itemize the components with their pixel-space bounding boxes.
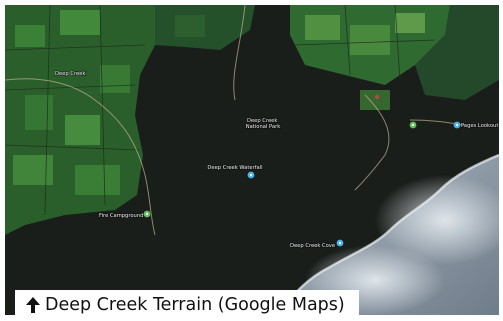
caption-text: Deep Creek Terrain (Google Maps) — [45, 295, 345, 315]
label-cove: Deep Creek Cove — [290, 243, 335, 249]
label-pages-lookout: Pages Lookout — [461, 123, 498, 129]
field-boundaries — [5, 5, 436, 216]
label-deep-creek: Deep Creek — [55, 71, 85, 77]
label-campground: Fire Campground — [99, 213, 143, 219]
coastal-mist — [375, 175, 499, 265]
map-caption: Deep Creek Terrain (Google Maps) — [15, 290, 359, 320]
field-patches — [13, 10, 425, 195]
location-pin-icon[interactable] — [453, 121, 461, 129]
location-pin-icon[interactable] — [336, 239, 344, 247]
label-national-park-line2: National Park — [246, 124, 280, 130]
farmland-east — [415, 5, 499, 100]
roads — [5, 5, 466, 236]
label-national-park-line1: Deep Creek — [247, 118, 277, 124]
red-marker — [374, 94, 380, 100]
campground-pin-icon[interactable] — [143, 210, 151, 218]
park-pin-icon[interactable] — [409, 121, 417, 129]
label-waterfall: Deep Creek Waterfall — [207, 165, 262, 171]
arrow-up-icon — [25, 296, 41, 314]
label-national-park: Deep Creek National Park — [246, 118, 280, 130]
satellite-map[interactable]: Deep Creek Deep Creek National Park Deep… — [5, 5, 499, 315]
surf-line — [278, 153, 499, 315]
location-pin-icon[interactable] — [247, 171, 255, 179]
